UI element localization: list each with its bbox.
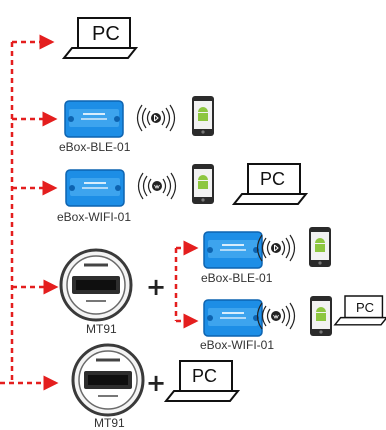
pc-label: PC [92,23,120,45]
ebox-wifi-label: eBox-WIFI-01 [200,338,275,352]
pc-label: PC [356,300,375,315]
android-phone-icon [192,96,214,136]
ebox-wifi-device-icon [203,299,263,337]
android-phone-icon [309,227,331,267]
mt91-battery-monitor-icon [71,343,145,417]
ebox-wifi-label: eBox-WIFI-01 [57,210,132,224]
ebox-ble-device-icon [203,231,263,269]
mt91-label: MT91 [94,416,125,430]
pc-label: PC [260,169,286,189]
wifi-wave-icon [256,302,296,330]
ebox-ble-label: eBox-BLE-01 [201,271,273,285]
ebox-ble-device-icon [64,100,124,138]
ebox-ble-label: eBox-BLE-01 [59,140,131,154]
pc-label: PC [192,366,218,386]
wifi-wave-icon [137,172,177,200]
plus-sign: + [146,369,167,397]
android-phone-icon [310,296,332,336]
bluetooth-wave-icon [256,234,296,262]
mt91-label: MT91 [86,322,117,336]
bluetooth-wave-icon [136,104,176,132]
android-phone-icon [192,164,214,204]
plus-sign: + [146,273,167,301]
ebox-wifi-device-icon [65,169,125,207]
mt91-battery-monitor-icon [59,248,133,322]
